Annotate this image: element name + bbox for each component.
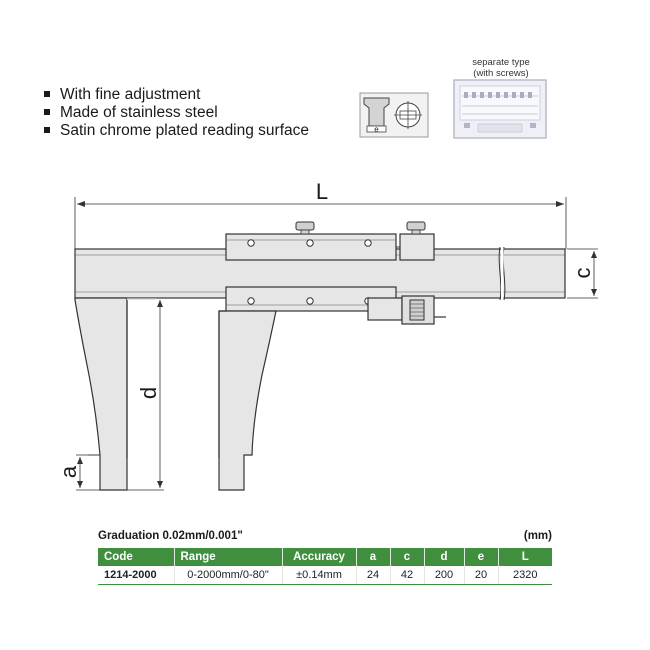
spec-section: Graduation 0.02mm/0.001" (mm) Code Range… (98, 530, 552, 585)
col-code: Code (98, 548, 174, 566)
feature-item: With fine adjustment (44, 86, 309, 104)
spec-header: Graduation 0.02mm/0.001" (mm) (98, 530, 552, 542)
bullet-icon (44, 90, 50, 97)
movable-jaw (218, 310, 277, 491)
dimension-d-label: d (136, 387, 161, 399)
fine-adjustment-unit (367, 221, 446, 325)
spec-table: Code Range Accuracy a c d e L 1214-2000 … (98, 548, 552, 585)
cell-c: 42 (389, 566, 424, 585)
col-c: c (389, 548, 424, 566)
fixed-jaw (74, 297, 157, 491)
feature-item: Made of stainless steel (44, 104, 309, 122)
feature-text: Satin chrome plated reading surface (60, 122, 310, 139)
col-d: d (423, 548, 464, 566)
dimension-c: c (567, 248, 598, 299)
bullet-icon (44, 108, 50, 115)
caption-line-1: separate type (472, 57, 530, 68)
cell-d: 200 (423, 566, 464, 585)
bullet-icon (44, 126, 50, 133)
cell-code: 1214-2000 (98, 566, 174, 585)
cell-accuracy: ±0.14mm (281, 566, 356, 585)
jaw-section-inset: e (359, 92, 429, 138)
feature-text: With fine adjustment (60, 86, 201, 103)
detail-e-label: e (374, 125, 379, 134)
col-a: a (355, 548, 390, 566)
feature-list: With fine adjustment Made of stainless s… (44, 86, 309, 140)
cell-e: 20 (463, 566, 498, 585)
separate-type-caption: separate type (with screws) (446, 57, 556, 79)
graduation-text: Graduation 0.02mm/0.001" (98, 530, 243, 542)
cell-a: 24 (355, 566, 390, 585)
dimension-d: d (127, 297, 164, 491)
table-header-row: Code Range Accuracy a c d e L (98, 548, 552, 566)
dimension-a-label: a (56, 465, 81, 478)
dimension-L: L (74, 179, 567, 249)
cell-range: 0-2000mm/0-80" (173, 566, 282, 585)
col-accuracy: Accuracy (281, 548, 356, 566)
col-L: L (497, 548, 552, 566)
feature-item: Satin chrome plated reading surface (44, 122, 309, 140)
cell-L: 2320 (497, 566, 552, 585)
dimension-L-label: L (316, 179, 328, 204)
dimension-a: a (56, 454, 100, 491)
separate-scale-photo (453, 79, 547, 139)
col-range: Range (173, 548, 282, 566)
feature-text: Made of stainless steel (60, 104, 218, 121)
dimension-c-label: c (570, 268, 595, 279)
unit-text: (mm) (523, 530, 552, 542)
col-e: e (463, 548, 498, 566)
caption-line-2: (with screws) (473, 68, 529, 79)
table-row: 1214-2000 0-2000mm/0-80" ±0.14mm 24 42 2… (98, 566, 552, 585)
